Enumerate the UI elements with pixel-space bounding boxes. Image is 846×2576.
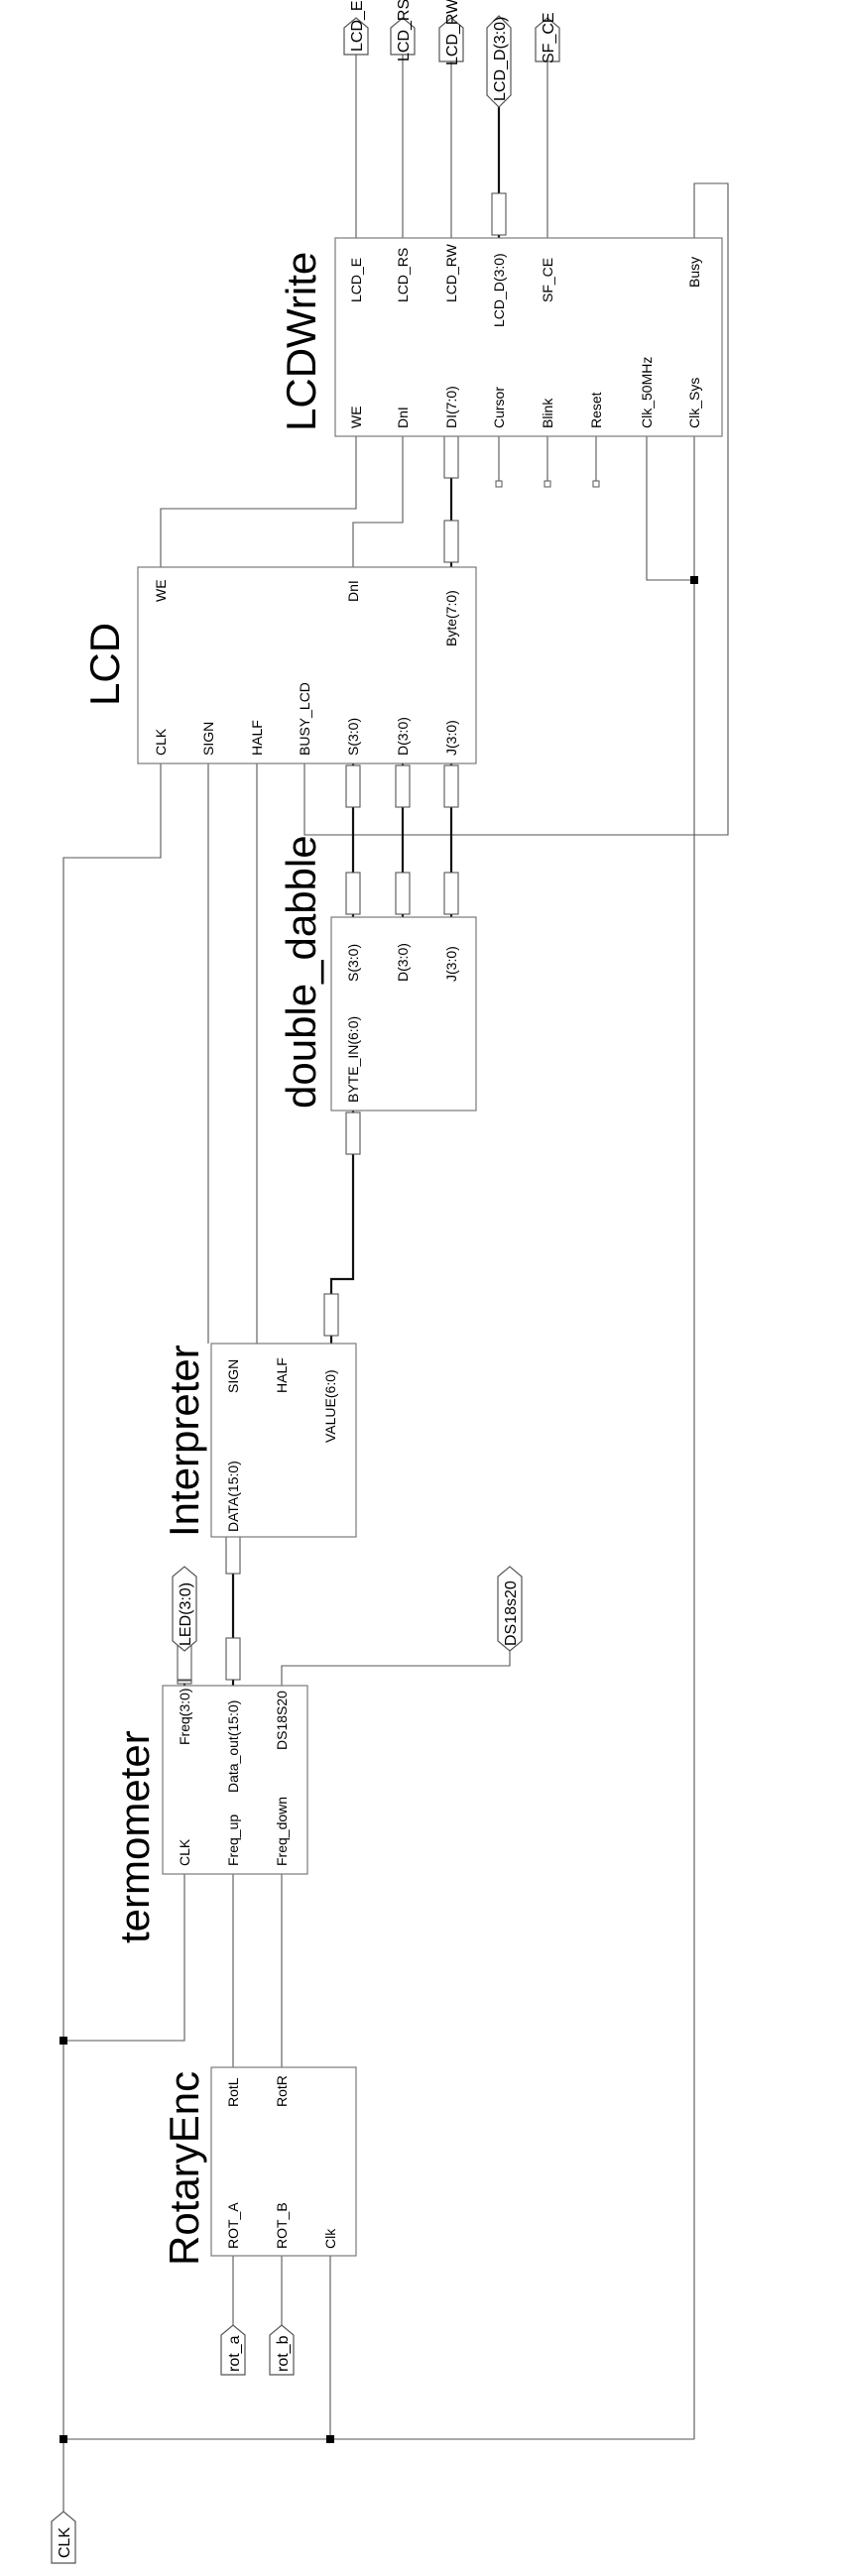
pin-label: DnI	[395, 407, 411, 428]
pin-label: DnI	[345, 580, 361, 602]
block-title: double_dabble	[278, 835, 324, 1109]
pin-label: LCD_RS	[395, 248, 411, 302]
pin-label: Data_out(15:0)	[225, 1700, 241, 1793]
port-label: rot_a	[226, 2335, 243, 2372]
pin-label: SF_CE	[540, 258, 555, 302]
pin-label: HALF	[274, 1357, 290, 1393]
pin-label: Busy	[686, 257, 702, 288]
bus-markers	[177, 192, 507, 1685]
pin-label: J(3:0)	[443, 946, 459, 982]
pin-label: S(3:0)	[345, 718, 361, 756]
block-double-dabble[interactable]: double_dabble BYTE_IN(6:0) S(3:0) D(3:0)…	[278, 835, 477, 1112]
port-lcd-d[interactable]: LCD_D(3:0)	[486, 15, 512, 108]
block-rotaryenc[interactable]: RotaryEnc ROT_A ROT_B Clk RotL RotR	[161, 2066, 357, 2266]
port-clk[interactable]: CLK	[51, 2511, 76, 2564]
port-lcd-rs[interactable]: LCD_RS	[390, 0, 416, 61]
block-title: LCDWrite	[278, 252, 324, 431]
port-label: LED(3:0)	[178, 1582, 194, 1646]
pin-label: J(3:0)	[443, 720, 459, 756]
port-rot-a[interactable]: rot_a	[220, 2324, 246, 2376]
pin-label: Reset	[588, 392, 604, 428]
port-lcd-rw[interactable]: LCD_RW	[438, 0, 464, 65]
block-lcd[interactable]: LCD CLK SIGN HALF BUSY_LCD S(3:0) D(3:0)…	[81, 566, 477, 764]
port-sf-ce[interactable]: SF_CE	[535, 12, 560, 63]
pin-label: WE	[153, 579, 169, 602]
pin-label: VALUE(6:0)	[322, 1369, 338, 1443]
junction-dot	[690, 576, 698, 584]
pin-label: SIGN	[200, 722, 216, 756]
pin-label: ROT_A	[225, 2202, 241, 2249]
port-label: CLK	[57, 2527, 73, 2558]
pin-label: Cursor	[491, 387, 507, 428]
pin-label: RotL	[225, 2077, 241, 2107]
block-lcdwrite[interactable]: LCDWrite WE DnI DI(7:0) Cursor Blink Res…	[278, 237, 723, 437]
port-led[interactable]: LED(3:0)	[172, 1566, 197, 1652]
junction-dot	[326, 2435, 334, 2443]
pin-label: SIGN	[225, 1359, 241, 1393]
pin-label: D(3:0)	[395, 717, 411, 756]
junctions	[60, 576, 698, 2443]
pin-label: Clk_50MHz	[639, 357, 655, 428]
pin-label: Freq_down	[274, 1797, 290, 1866]
pin-label: DS18S20	[274, 1691, 290, 1750]
pin-label: ROT_B	[274, 2202, 290, 2249]
port-rot-b[interactable]: rot_b	[269, 2324, 295, 2376]
pin-label: BUSY_LCD	[297, 682, 312, 756]
port-label: LCD_E	[349, 0, 366, 52]
pin-label: LCD_E	[348, 258, 364, 302]
pin-label: LCD_RW	[443, 243, 459, 302]
pin-label: DI(7:0)	[443, 386, 459, 428]
pin-label: Clk_Sys	[686, 378, 702, 428]
port-label: SF_CE	[541, 12, 557, 63]
pin-label: DATA(15:0)	[225, 1461, 241, 1532]
pin-label: LCD_D(3:0)	[491, 253, 507, 327]
port-label: LCD_RS	[396, 0, 413, 61]
block-title: RotaryEnc	[161, 2071, 207, 2266]
pin-label: Freq_up	[225, 1815, 241, 1866]
junction-dot	[60, 2435, 67, 2443]
port-label: LCD_D(3:0)	[492, 17, 509, 101]
pin-label: S(3:0)	[345, 944, 361, 982]
pin-label: Clk	[322, 2228, 338, 2249]
pin-label: Freq(3:0)	[177, 1688, 192, 1745]
block-title: Interpreter	[161, 1345, 207, 1537]
pin-label: BYTE_IN(6:0)	[345, 1016, 361, 1103]
block-interpreter[interactable]: Interpreter DATA(15:0) SIGN HALF VALUE(6…	[161, 1343, 357, 1538]
block-title: LCD	[81, 623, 128, 706]
port-label: DS18s20	[503, 1581, 520, 1646]
pin-label: CLK	[177, 1838, 192, 1866]
port-label: rot_b	[275, 2335, 292, 2372]
pin-label: RotR	[274, 2075, 290, 2107]
block-termometer[interactable]: termometer CLK Freq_up Freq_down Freq(3:…	[111, 1685, 308, 1943]
block-title: termometer	[111, 1730, 158, 1943]
port-label: LCD_RW	[444, 0, 461, 65]
pin-label: Byte(7:0)	[443, 590, 459, 646]
pin-label: WE	[348, 406, 364, 428]
port-ds18s20[interactable]: DS18s20	[497, 1566, 523, 1652]
port-lcd-e[interactable]: LCD_E	[343, 0, 369, 56]
unconnected-markers	[495, 436, 600, 488]
pin-label: D(3:0)	[395, 943, 411, 982]
junction-dot	[60, 2037, 67, 2045]
pin-label: HALF	[249, 720, 265, 756]
pin-label: Blink	[540, 398, 555, 428]
pin-label: CLK	[153, 728, 169, 756]
